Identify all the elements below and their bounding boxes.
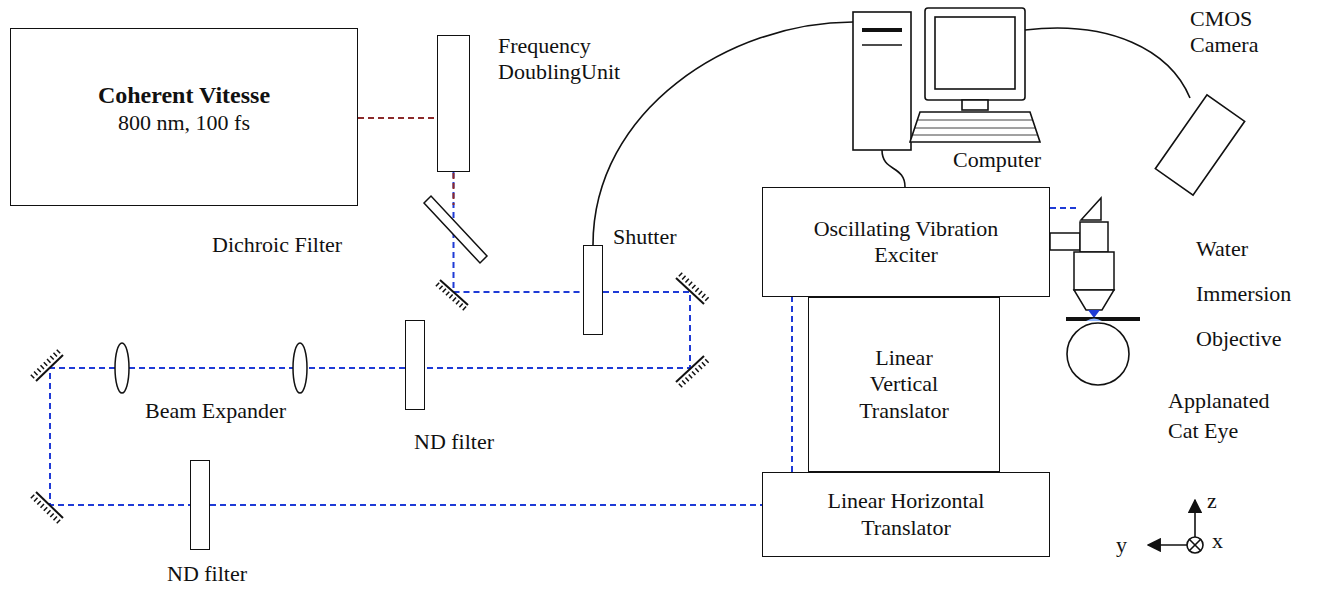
axes [1148, 500, 1203, 553]
element-label: ND filter [414, 429, 514, 455]
device-box: Linear Horizontal Translator [762, 472, 1050, 557]
laser-beam [358, 117, 437, 119]
box-label: 800 nm, 100 fs [118, 110, 250, 136]
laser-beam [210, 504, 762, 506]
dichroic-filter [424, 196, 487, 263]
box-label: Linear Vertical Translator [844, 345, 964, 424]
mirrors [32, 274, 708, 522]
element-label: ND filter [167, 561, 267, 587]
focus [1088, 310, 1100, 318]
objective [1080, 222, 1108, 252]
eye [1067, 323, 1129, 385]
objective [1074, 252, 1114, 290]
part-label: Beam Expander [145, 398, 315, 424]
part-label: z [1207, 488, 1227, 514]
device-box: Coherent Vitesse800 nm, 100 fs [10, 28, 358, 206]
device-box: Linear Vertical Translator [808, 297, 1000, 472]
lens [115, 343, 129, 393]
beam [1050, 207, 1080, 209]
device-box: Oscillating Vibration Exciter [762, 187, 1050, 297]
prism [1081, 198, 1101, 220]
red-beam [453, 173, 455, 205]
objective-tip [1074, 290, 1114, 310]
part-label: Water Immersion Objective [1196, 226, 1321, 361]
part-label: Applanated Cat Eye [1168, 386, 1293, 445]
element-label: Frequency DoublingUnit [498, 33, 633, 86]
part-label: Computer [953, 147, 1073, 173]
box-label: Oscillating Vibration Exciter [781, 216, 1031, 269]
lens [293, 343, 307, 393]
optic-element: Shutter [583, 245, 603, 335]
optic-element: Frequency DoublingUnit [437, 35, 470, 172]
mount-arm [1050, 233, 1080, 250]
optic-element: ND filter [405, 320, 425, 410]
part-label: x [1212, 528, 1232, 554]
part-label: CMOS Camera [1190, 6, 1270, 59]
box-title: Coherent Vitesse [98, 81, 270, 110]
element-label: Shutter [613, 224, 703, 250]
optic-element: ND filter [190, 460, 210, 550]
laser-beam [791, 297, 793, 472]
part-label: Dichroic Filter [212, 232, 372, 258]
applanation-plate [1066, 317, 1140, 321]
box-label: Linear Horizontal Translator [791, 488, 1021, 541]
laser-beam [454, 172, 584, 292]
computer-icon [853, 8, 1040, 150]
part-label: y [1116, 532, 1136, 558]
laser-beam [50, 368, 405, 505]
camera-icon [1155, 95, 1244, 195]
